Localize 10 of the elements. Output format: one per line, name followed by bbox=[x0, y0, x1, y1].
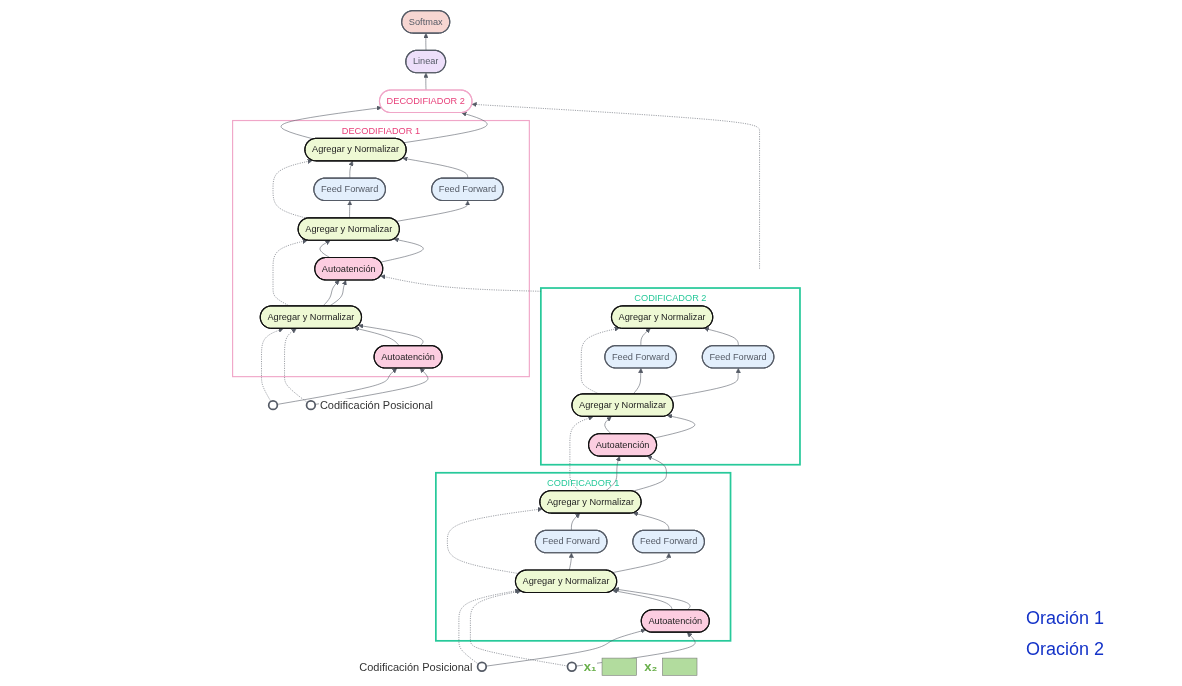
sentence-label: Oración 2 bbox=[1026, 639, 1106, 660]
node-bar bbox=[601, 657, 637, 676]
caption-text: Codificación Posicional bbox=[358, 660, 474, 673]
caption-text: Codificación Posicional bbox=[318, 399, 434, 412]
node-circle bbox=[305, 399, 316, 411]
node-circle bbox=[476, 661, 487, 672]
node-circle bbox=[267, 399, 278, 411]
sentence-label: Oración 1 bbox=[1026, 608, 1106, 629]
node-bar bbox=[661, 657, 697, 676]
node-circle bbox=[566, 661, 577, 672]
